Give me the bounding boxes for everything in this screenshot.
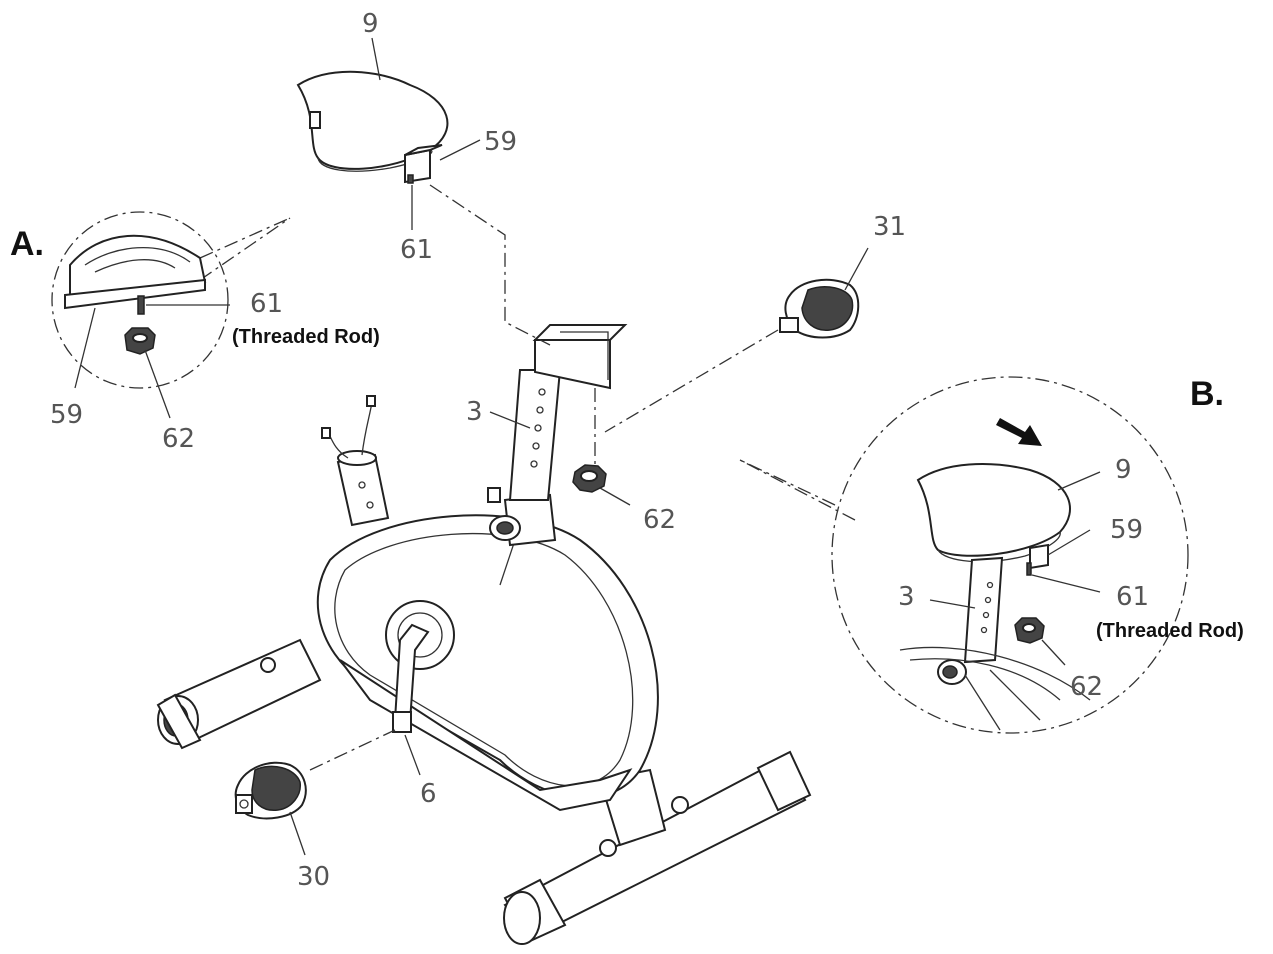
detail-a bbox=[51, 211, 291, 419]
alignment-line-seat bbox=[429, 184, 551, 346]
label-b-seat-post: 3 bbox=[898, 582, 915, 612]
label-b-seat: 9 bbox=[1115, 455, 1132, 485]
label-b-knob: 62 bbox=[1070, 672, 1103, 702]
label-crank: 6 bbox=[420, 779, 437, 809]
label-bracket: 59 bbox=[484, 127, 517, 157]
label-seat: 9 bbox=[362, 9, 379, 39]
label-a-bracket: 59 bbox=[50, 400, 83, 430]
detail-b bbox=[739, 376, 1189, 734]
label-a-knob: 62 bbox=[162, 424, 195, 454]
alignment-line-pedal-right bbox=[604, 329, 779, 433]
alignment-line-pedal-left bbox=[309, 729, 396, 771]
seat-post bbox=[508, 324, 628, 501]
adjustment-knob bbox=[572, 464, 607, 493]
label-b-rod: 61 bbox=[1116, 582, 1149, 612]
seat bbox=[296, 70, 449, 184]
callout-b: B. bbox=[1190, 375, 1224, 413]
label-b-threaded-rod: (Threaded Rod) bbox=[1096, 620, 1244, 642]
label-pedal-left: 30 bbox=[297, 862, 330, 892]
label-rod: 61 bbox=[400, 235, 433, 265]
label-b-bracket: 59 bbox=[1110, 515, 1143, 545]
label-knob: 62 bbox=[643, 505, 676, 535]
label-a-rod: 61 bbox=[250, 289, 283, 319]
label-pedal-right: 31 bbox=[873, 212, 906, 242]
pedal-left bbox=[234, 761, 307, 820]
label-seat-post: 3 bbox=[466, 397, 483, 427]
callout-a: A. bbox=[10, 225, 44, 263]
label-a-threaded-rod: (Threaded Rod) bbox=[232, 326, 380, 348]
pedal-right bbox=[779, 278, 860, 339]
arrow-icon bbox=[996, 418, 1042, 446]
bike-frame bbox=[156, 395, 812, 945]
